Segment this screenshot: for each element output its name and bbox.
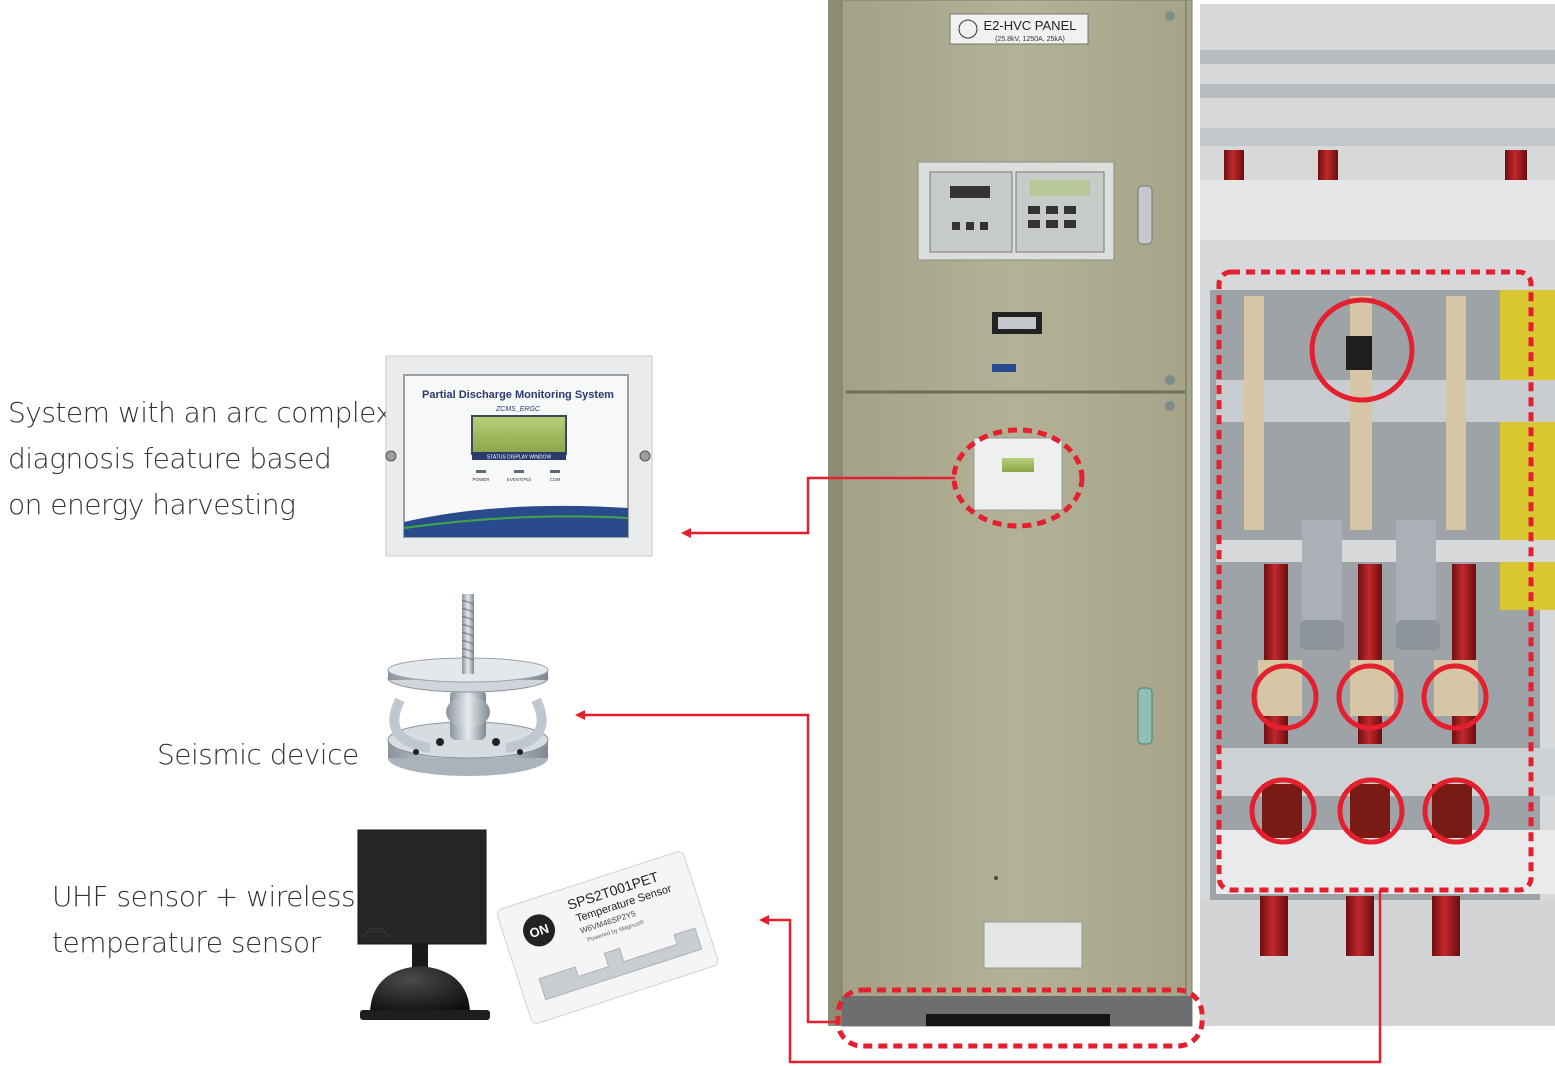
switchgear-panel-photo: E2-HVC PANEL (25.8kV, 1250A, 25kA): [828, 0, 1193, 1027]
base-highlight-rect: [835, 987, 1205, 1049]
nameplate-title: E2-HVC PANEL: [984, 18, 1077, 33]
uhf-sensor-label: UHF sensor + wireless temperature sensor: [52, 880, 356, 959]
nameplate-sub: (25.8kV, 1250A, 25kA): [995, 36, 1065, 43]
pdms-brand-logo: KEREC: [558, 506, 586, 515]
indicator-power: POWER: [472, 477, 490, 482]
indicator-com: COM: [550, 477, 561, 482]
highlight-annotations: [835, 269, 1534, 1049]
switchgear-interior-photo: [1200, 4, 1555, 1026]
connector-arrows: [575, 476, 1382, 1064]
arrow-to-pdms: [681, 476, 955, 538]
arrow-to-seismic: [575, 710, 838, 1024]
arrow-to-sensors: [759, 890, 1382, 1064]
temp-position-circle-2: [1336, 663, 1404, 731]
pdms-window-caption: STATUS DISPLAY WINDOW: [487, 455, 552, 461]
temp-position-circle-6: [1422, 777, 1490, 845]
pdms-indicators: POWER EVENT(PD) COM: [472, 470, 561, 482]
on-semi-logo: ON: [528, 921, 551, 941]
pdms-device-photo: Partial Discharge Monitoring System ZCMS…: [385, 355, 653, 557]
arc-system-label: System with an arc complex diagnosis fea…: [8, 396, 392, 521]
temp-position-circle-3: [1421, 663, 1489, 731]
interior-highlight-rect: [1216, 269, 1534, 893]
temperature-sensor-tag: ON SPS2T001PET Temperature Sensor W6VM46…: [496, 851, 719, 1024]
pdms-model-text: ZCMS_ERGC: [495, 406, 541, 413]
pdms-title-text: Partial Discharge Monitoring System: [422, 389, 614, 401]
uhf-sensor-photo: [357, 829, 490, 1020]
pdms-highlight-ellipse: [951, 427, 1085, 529]
seismic-device-photo: [387, 594, 549, 776]
uhf-position-circle: [1309, 297, 1415, 403]
temp-position-circle-1: [1251, 663, 1319, 731]
temp-position-circle-5: [1337, 777, 1405, 845]
indicator-event: EVENT(PD): [507, 477, 532, 482]
seismic-device-label: Seismic device: [157, 738, 359, 771]
temp-position-circle-4: [1249, 777, 1317, 845]
